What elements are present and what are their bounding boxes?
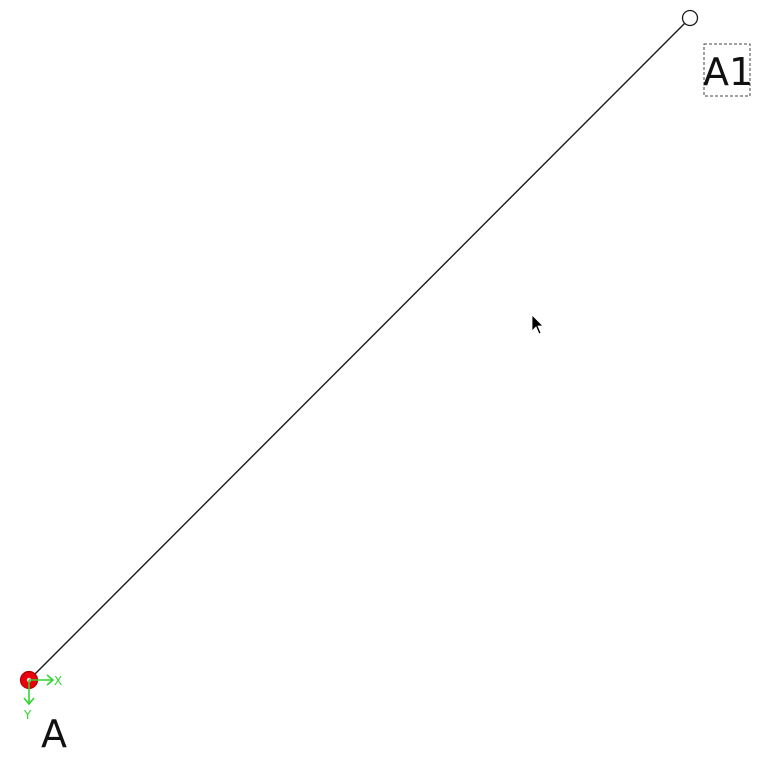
axis-gizmo: X Y: [23, 674, 62, 722]
node-a-label: A: [41, 712, 67, 756]
x-axis-arrowhead: [46, 674, 55, 686]
y-axis-label: Y: [23, 708, 32, 722]
y-axis-arrowhead: [23, 697, 35, 706]
node-a1-marker[interactable]: [681, 9, 699, 27]
label-highlight-box: [703, 43, 751, 97]
node-a1[interactable]: [681, 9, 699, 27]
node-a1-label: A1: [703, 50, 753, 94]
mouse-cursor-icon: [531, 314, 544, 335]
edge-a-a1[interactable]: [28, 17, 691, 681]
x-axis-label: X: [54, 674, 62, 688]
node-a1-label-group[interactable]: A1: [703, 43, 753, 97]
